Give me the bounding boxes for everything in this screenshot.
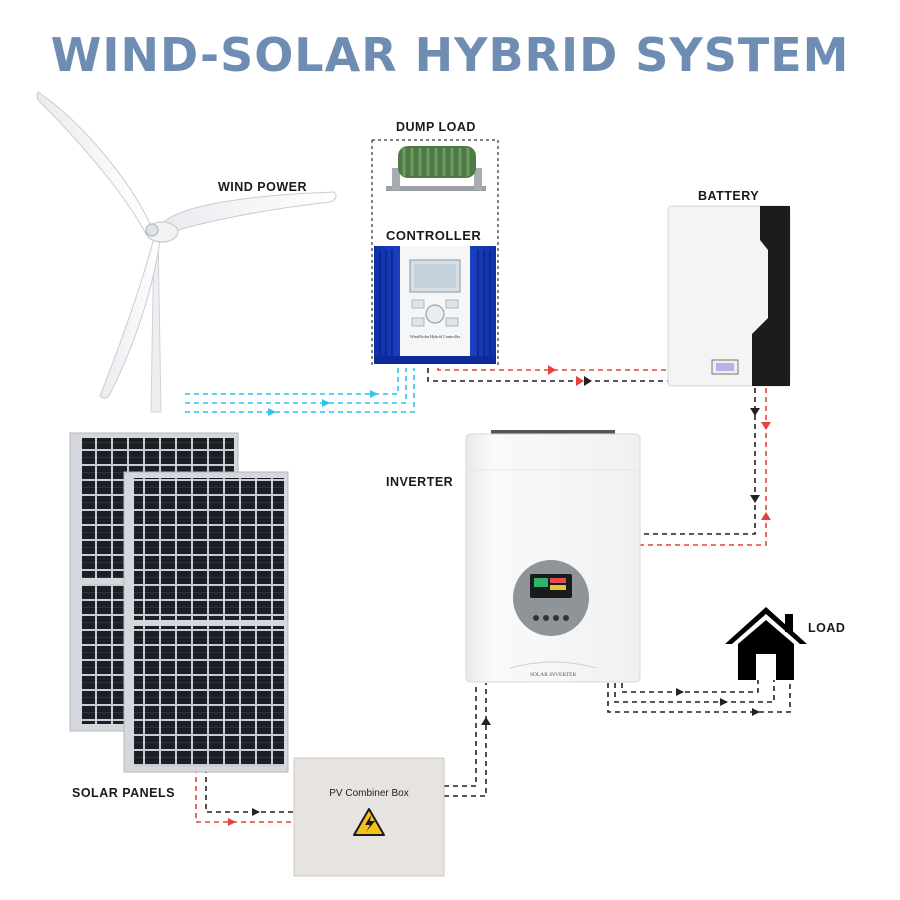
battery-label: BATTERY xyxy=(698,189,760,203)
battery-icon xyxy=(667,205,791,387)
battery-inverter-neg xyxy=(640,388,756,535)
wind-arrows xyxy=(268,390,378,416)
battery-inverter-pos xyxy=(640,388,767,546)
combiner-inverter-1 xyxy=(444,683,477,787)
controller-icon xyxy=(374,246,496,364)
combiner-inverter-2 xyxy=(444,683,487,797)
dump-load-label: DUMP LOAD xyxy=(396,120,476,134)
wind-line-2 xyxy=(185,368,407,404)
wind-lines xyxy=(185,368,415,413)
wind-power-label: WIND POWER xyxy=(218,180,308,194)
page-title: WIND-SOLAR HYBRID SYSTEM xyxy=(50,28,850,82)
inverter-label: INVERTER xyxy=(386,475,454,489)
wind-line-1 xyxy=(185,368,399,395)
inverter-plate: SOLAR INVERTER xyxy=(530,672,577,678)
solar-panels-label: SOLAR PANELS xyxy=(72,786,175,800)
controller-label: CONTROLLER xyxy=(386,228,482,243)
wind-line-3 xyxy=(185,368,415,413)
combiner-box-label: PV Combiner Box xyxy=(329,788,408,799)
house-icon xyxy=(725,607,807,680)
load-label: LOAD xyxy=(808,621,846,635)
inverter-load-lines xyxy=(607,680,791,713)
wind-turbine-icon xyxy=(36,91,337,413)
dump-load-wire xyxy=(371,139,499,367)
controller-plate: Wind/Solar Hybrid Controller xyxy=(410,334,461,339)
panel-combiner-pos xyxy=(195,768,294,823)
solar-panel-front-icon xyxy=(123,471,289,773)
dump-load-icon xyxy=(386,146,486,191)
inverter-icon xyxy=(465,430,641,683)
panel-combiner-neg xyxy=(205,768,294,813)
ctrl-battery-pos xyxy=(437,368,670,371)
high-voltage-warning-icon xyxy=(353,808,385,836)
